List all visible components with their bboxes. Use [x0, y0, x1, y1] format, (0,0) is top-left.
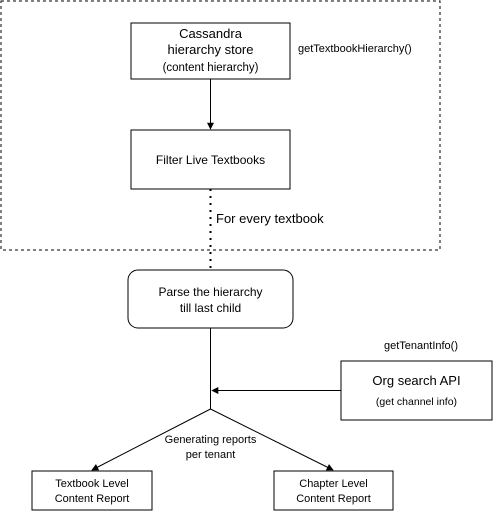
cassandra-store-line2: hierarchy store — [168, 42, 254, 57]
textbook-level-report-node: Textbook Level Content Report — [31, 470, 153, 511]
cassandra-store-node: Cassandra hierarchy store (content hiera… — [130, 22, 291, 80]
org-search-api-line1: Org search API — [372, 373, 460, 388]
parse-hierarchy-node: Parse the hierarchy till last child — [127, 269, 294, 329]
get-tenant-info-label: getTenantInfo() — [384, 340, 458, 352]
parse-hierarchy-line1: Parse the hierarchy — [158, 285, 262, 299]
textbook-report-line2: Content Report — [55, 493, 130, 505]
get-textbook-hierarchy-label: getTextbookHierarchy() — [298, 43, 412, 55]
generating-reports-line1: Generating reports — [165, 434, 257, 446]
chapter-report-line1: Chapter Level — [299, 478, 368, 490]
parse-hierarchy-line2: till last child — [180, 301, 241, 315]
cassandra-store-line1: Cassandra — [179, 26, 243, 41]
arrow-junction-to-chapter-report — [210, 408, 334, 471]
org-search-api-line2: (get channel info) — [376, 396, 457, 408]
generating-reports-line2: per tenant — [186, 449, 236, 461]
for-every-textbook-label: For every textbook — [216, 211, 324, 226]
chapter-report-line2: Content Report — [296, 493, 371, 505]
cassandra-store-line3: (content hierarchy) — [163, 62, 259, 74]
textbook-report-line1: Textbook Level — [55, 478, 128, 490]
filter-live-textbooks-label: Filter Live Textbooks — [156, 153, 265, 167]
filter-live-textbooks-node: Filter Live Textbooks — [130, 129, 291, 190]
dashed-group-boundary — [0, 0, 441, 251]
org-search-api-node: Org search API (get channel info) — [340, 360, 493, 421]
chapter-level-report-node: Chapter Level Content Report — [273, 470, 394, 511]
arrow-junction-to-textbook-report — [91, 408, 211, 471]
